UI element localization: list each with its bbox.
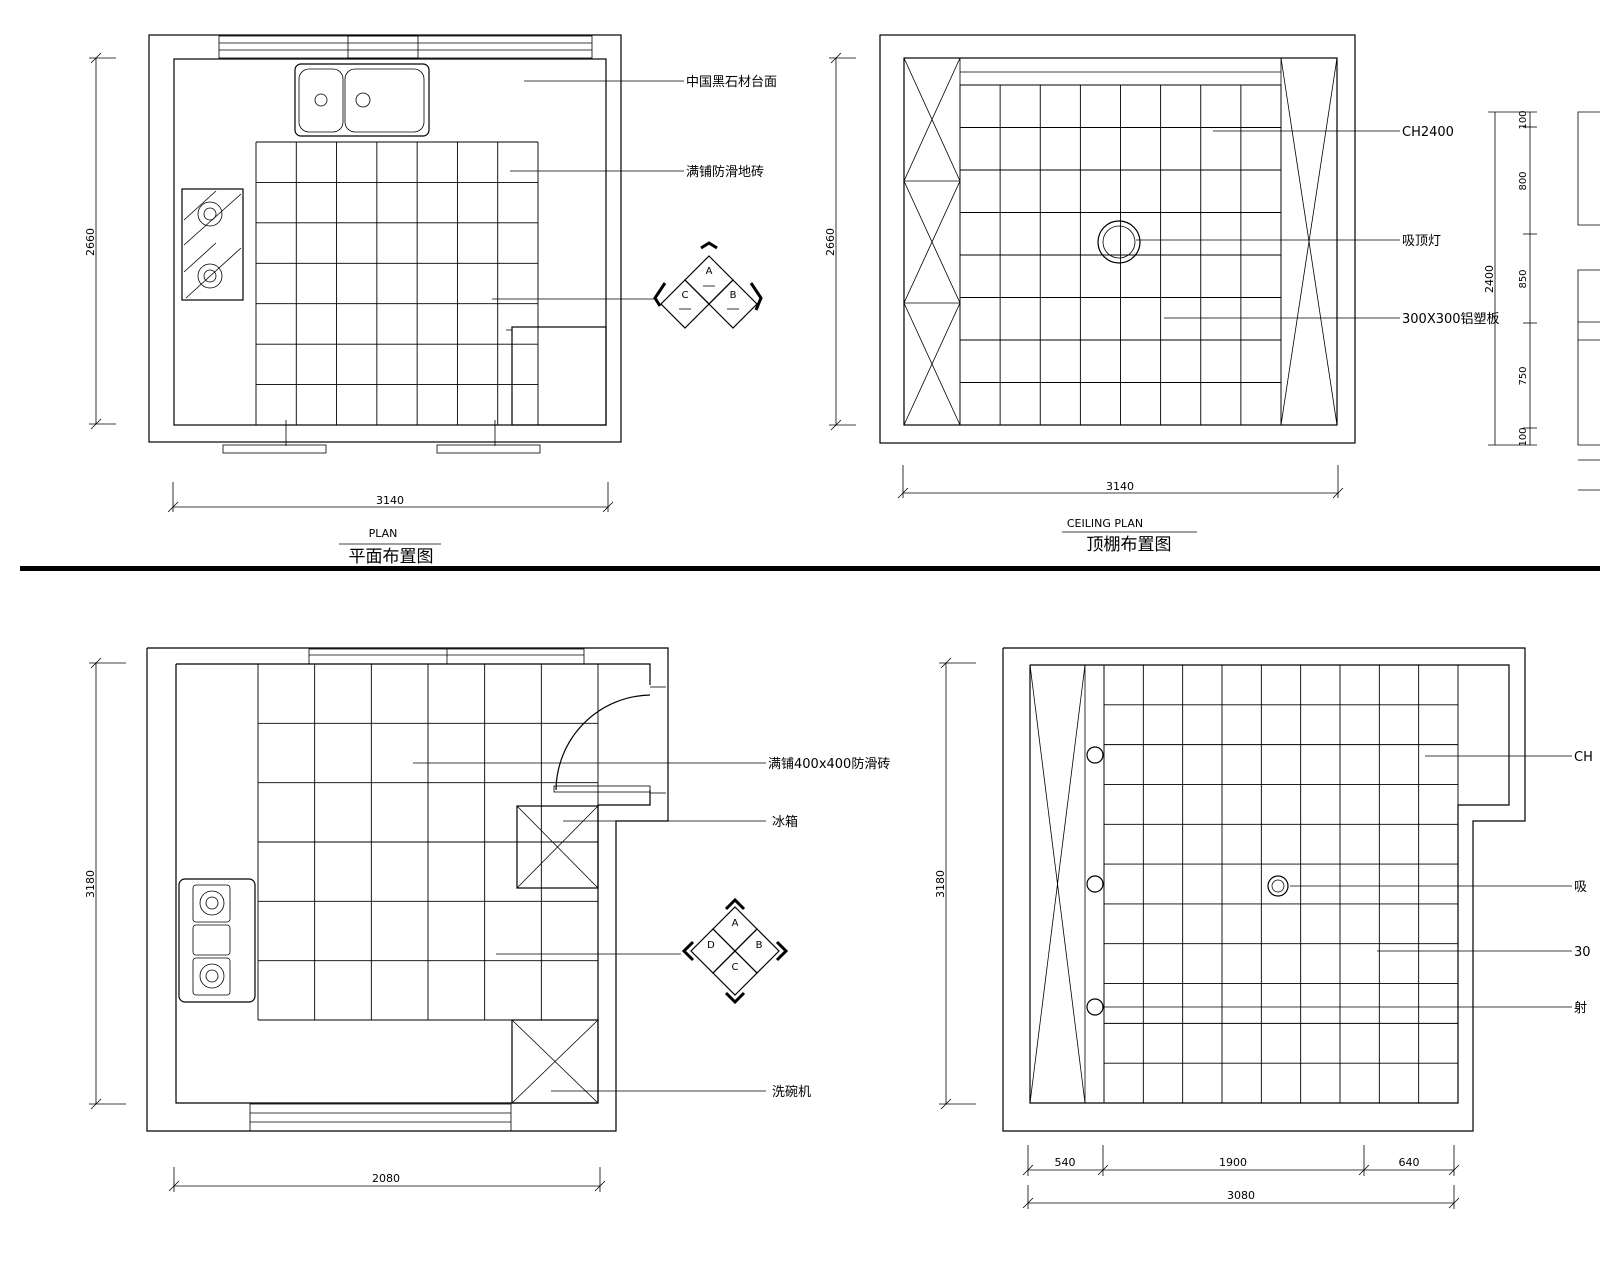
kitchen-plan-1: 2660 3140 中国黑石材台面 满铺防滑地砖 A C (84, 34, 777, 567)
sheet-divider (20, 566, 1600, 571)
stove-icon (181, 188, 244, 301)
elev-dim-seg: 100 (1518, 110, 1529, 129)
window-bottom (249, 1103, 512, 1132)
elev-dim-seg: 750 (1518, 366, 1529, 385)
upper-cabinet-right (1280, 57, 1338, 426)
upper-cabinet-left (1029, 664, 1105, 1104)
label-ceiling-height: CH2400 (1402, 125, 1454, 140)
label-counter: 中国黑石材台面 (686, 75, 777, 90)
plan-title-en: PLAN (369, 527, 398, 540)
index-a: A (732, 918, 739, 929)
dim-horizontal-label: 2080 (372, 1172, 400, 1185)
ceiling-light-icon (1097, 220, 1141, 264)
ceiling-plan-2: CH 吸 30 射 3180 540 1900 640 3080 (934, 647, 1593, 1209)
label-dishwasher: 洗碗机 (772, 1084, 811, 1100)
label-cut: 吸 (1574, 880, 1587, 895)
kitchen-plan-2: 3180 2080 满铺400x400防滑砖 冰箱 洗碗机 A D B C (84, 647, 890, 1192)
ceiling-plan-1: 2660 3140 CH2400 吸顶灯 300X300铝塑板 CEILING … (824, 34, 1500, 555)
dimension-horizontal: 3140 (167, 482, 614, 513)
index-b: B (730, 290, 737, 301)
sink-icon (294, 63, 430, 137)
index-b: B (756, 940, 763, 951)
dim-vertical-label: 3180 (84, 870, 97, 898)
dim-horizontal-label: 3140 (376, 494, 404, 507)
elevation-index-symbol: A D B C (681, 897, 789, 1005)
label-cut: 30 (1574, 945, 1591, 960)
ceiling-light-icon (1267, 875, 1289, 897)
dim-total-label: 3080 (1227, 1189, 1255, 1202)
label-floor: 满铺防滑地砖 (686, 164, 764, 180)
dim-vertical-label: 2660 (824, 228, 837, 256)
ceiling-panel-grid (959, 84, 1282, 426)
dimension-vertical: 2660 (84, 52, 116, 430)
plan-title-cn: 平面布置图 (349, 547, 434, 567)
dim-segment-label: 540 (1055, 1156, 1076, 1169)
upper-cabinet-left (903, 57, 961, 426)
fridge-icon (516, 805, 599, 889)
label-floor: 满铺400x400防滑砖 (768, 756, 890, 772)
elev-dim-seg: 100 (1518, 427, 1529, 446)
dishwasher-icon (511, 1019, 599, 1104)
elevation-index-symbol: A C B (653, 241, 763, 329)
ceiling-panel-grid (1103, 664, 1459, 1104)
ceiling-title-cn: 顶棚布置图 (1087, 535, 1172, 555)
index-c: C (732, 962, 739, 973)
ceiling-title-en: CEILING PLAN (1067, 517, 1143, 530)
label-fridge: 冰箱 (772, 814, 798, 830)
stove-icon (178, 878, 256, 1003)
window-top (218, 35, 593, 59)
index-c: C (682, 290, 689, 301)
dim-segment-label: 1900 (1219, 1156, 1247, 1169)
elev-dim-seg: 800 (1518, 171, 1529, 190)
door-icon (553, 686, 666, 794)
dim-horizontal-label: 3140 (1106, 480, 1134, 493)
elev-dim-seg: 850 (1518, 269, 1529, 288)
floor-tile-grid (255, 141, 539, 426)
label-ceiling-light: 吸顶灯 (1402, 234, 1441, 249)
spot-light-icon (1086, 746, 1104, 1016)
label-cut: 射 (1574, 1000, 1587, 1016)
dim-vertical-label: 3180 (934, 870, 947, 898)
index-a: A (706, 266, 713, 277)
label-ceiling-panel: 300X300铝塑板 (1402, 312, 1500, 327)
elevation-fragment: 2400 100 800 850 750 100 (1483, 110, 1600, 491)
elev-dim-total: 2400 (1483, 265, 1496, 293)
door-icon (222, 420, 541, 454)
floor-tile-grid (257, 663, 599, 1021)
window-top (308, 648, 585, 665)
label-cut: CH (1574, 750, 1593, 765)
dim-vertical-label: 2660 (84, 228, 97, 256)
index-d: D (707, 940, 715, 951)
dim-segment-label: 640 (1399, 1156, 1420, 1169)
